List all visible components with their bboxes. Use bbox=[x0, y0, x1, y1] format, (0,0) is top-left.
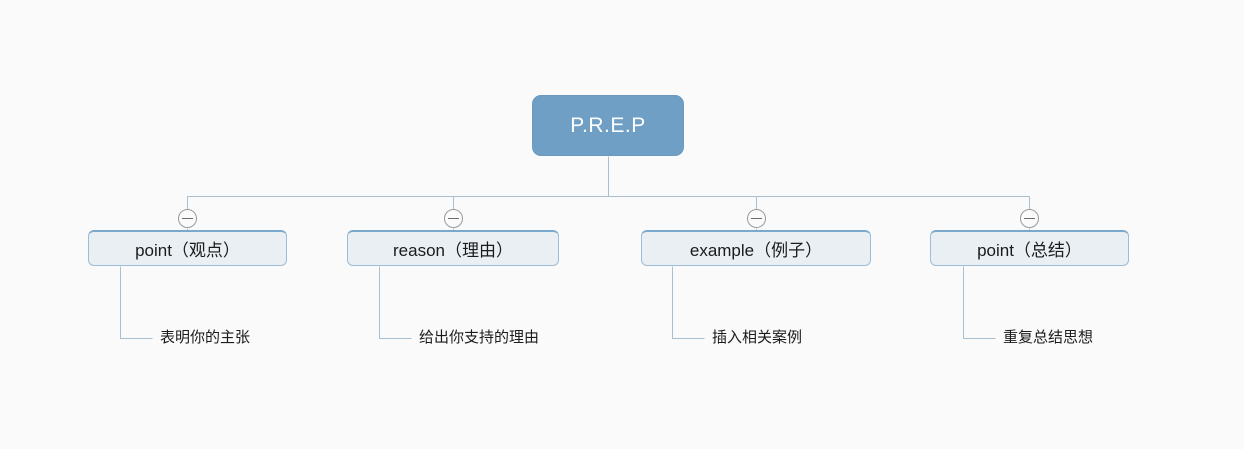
leaf-label-3[interactable]: 插入相关案例 bbox=[712, 329, 803, 346]
branch-node-label: reason（理由） bbox=[393, 241, 513, 260]
collapse-minus-icon-4[interactable] bbox=[1020, 209, 1039, 228]
collapse-minus-icon-1[interactable] bbox=[178, 209, 197, 228]
root-node[interactable]: P.R.E.P bbox=[532, 95, 684, 156]
branch-node-label: point（总结） bbox=[977, 241, 1082, 260]
edge-leaf-1 bbox=[119, 266, 153, 340]
leaf-label-1[interactable]: 表明你的主张 bbox=[160, 329, 251, 346]
collapse-minus-icon-2[interactable] bbox=[444, 209, 463, 228]
branch-node-1[interactable]: point（观点） bbox=[88, 230, 287, 266]
branch-node-3[interactable]: example（例子） bbox=[641, 230, 871, 266]
edge-leaf-4 bbox=[962, 266, 996, 340]
leaf-label-4[interactable]: 重复总结思想 bbox=[1003, 329, 1094, 346]
branch-node-4[interactable]: point（总结） bbox=[930, 230, 1129, 266]
leaf-label-2[interactable]: 给出你支持的理由 bbox=[419, 329, 540, 346]
edge-leaf-3 bbox=[671, 266, 705, 340]
root-node-label: P.R.E.P bbox=[570, 113, 646, 137]
collapse-minus-icon-3[interactable] bbox=[747, 209, 766, 228]
branch-node-label: example（例子） bbox=[689, 241, 823, 260]
branch-node-2[interactable]: reason（理由） bbox=[347, 230, 559, 266]
edge-leaf-2 bbox=[378, 266, 412, 340]
branch-node-label: point（观点） bbox=[135, 241, 240, 260]
